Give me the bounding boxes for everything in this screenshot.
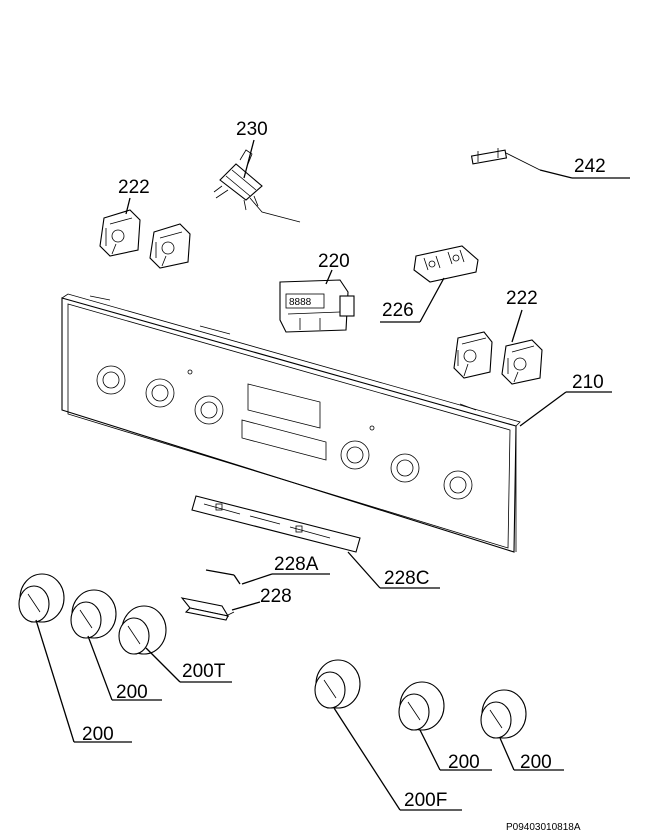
- knob-200-right-2: [398, 681, 445, 731]
- label-210: 210: [572, 372, 604, 393]
- knob-200F-right-1: [314, 659, 361, 709]
- leader-222-right: [511, 309, 523, 343]
- knob-200-left-1: [18, 573, 65, 623]
- leader-200-right-a: [419, 729, 441, 771]
- leader-200T: [145, 647, 181, 683]
- part-222-switch-right-1: [453, 331, 493, 379]
- part-222-switch-right-2: [501, 339, 543, 385]
- part-230-thermostat: [213, 149, 301, 223]
- part-222-switch-left-2: [149, 223, 191, 269]
- label-242: 242: [574, 156, 606, 177]
- label-200-mid: 200: [116, 682, 148, 703]
- leader-242: [539, 169, 573, 179]
- leader-200F: [333, 707, 401, 811]
- part-222-switch-left-1: [99, 209, 141, 257]
- leader-226: [419, 277, 445, 323]
- knob-200-right-3: [480, 689, 527, 739]
- leader-200-right-b: [499, 737, 515, 771]
- label-200-right-b: 200: [520, 752, 552, 773]
- part-228-clip: [180, 597, 235, 621]
- part-210-control-panel: [61, 293, 521, 553]
- label-200-right-a: 200: [448, 752, 480, 773]
- part-242-sensor: [470, 148, 541, 171]
- label-226: 226: [382, 300, 414, 321]
- leader-200-left: [35, 619, 75, 743]
- part-226-terminal-block: [413, 245, 479, 283]
- leader-228C: [347, 551, 381, 589]
- leader-200-mid: [87, 635, 113, 701]
- leader-228: [231, 601, 261, 611]
- label-230: 230: [236, 119, 268, 140]
- label-228C: 228C: [384, 568, 429, 589]
- label-220: 220: [318, 251, 350, 272]
- leader-220: [325, 269, 333, 285]
- label-222-right: 222: [506, 288, 538, 309]
- label-222-left: 222: [118, 177, 150, 198]
- leader-230: [243, 139, 255, 179]
- part-220-timer: 8888: [279, 279, 355, 333]
- leader-228A: [241, 573, 273, 585]
- reference-code: P09403010818A: [506, 822, 581, 833]
- knob-200T-left-3: [118, 605, 167, 655]
- label-200-left: 200: [82, 724, 114, 745]
- label-200F: 200F: [404, 790, 447, 811]
- leader-210: [519, 391, 567, 427]
- label-228: 228: [260, 586, 292, 607]
- svg-text:8888: 8888: [289, 297, 312, 308]
- part-228C-light-strip: [191, 495, 361, 553]
- knob-200-left-2: [70, 589, 117, 639]
- leader-222-left: [125, 197, 131, 215]
- label-228A: 228A: [274, 554, 319, 575]
- part-228A-rod: [205, 569, 241, 585]
- label-200T: 200T: [182, 661, 226, 682]
